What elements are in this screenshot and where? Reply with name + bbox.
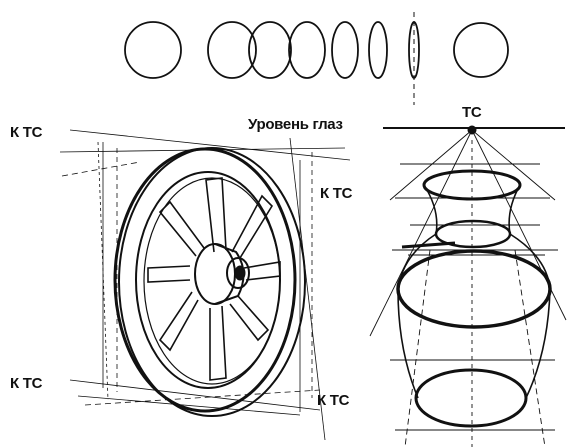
vase-belly-ellipse xyxy=(396,249,552,329)
label-to-vanishing-point-bottom-left: К ТС xyxy=(10,375,43,392)
vase-left-profile xyxy=(397,184,438,399)
perspective-vase xyxy=(369,125,567,447)
wheel-rim-outer-back xyxy=(118,147,306,417)
vase-right-profile xyxy=(508,184,551,399)
vase-shoulder-stroke xyxy=(401,241,456,249)
wheel-spokes xyxy=(147,177,281,381)
ellipse-step-5 xyxy=(368,21,388,79)
wheel-construction-lines xyxy=(59,129,351,441)
label-to-vanishing-point-right: К ТС xyxy=(320,185,353,202)
circle-back xyxy=(453,22,509,78)
ellipse-step-2 xyxy=(248,21,292,79)
ellipse-sequence xyxy=(124,12,509,105)
ellipse-step-4 xyxy=(331,21,359,79)
label-vanishing-point: ТС xyxy=(462,104,482,121)
perspective-wheel xyxy=(59,129,351,441)
label-eye-level: Уровень глаз xyxy=(248,116,343,133)
circle-front xyxy=(124,21,182,79)
wheel-rim-outer xyxy=(113,147,297,413)
wheel-axle-hole xyxy=(234,265,246,281)
label-to-vanishing-point-bottom-right: К ТС xyxy=(317,392,350,409)
ellipse-step-1 xyxy=(207,21,257,79)
label-to-vanishing-point-top-left: К ТС xyxy=(10,124,43,141)
wheel-hub-front xyxy=(226,257,250,289)
wheel-rim-inner-edge xyxy=(143,177,281,385)
ellipse-step-3 xyxy=(288,21,326,79)
wheel-hub-back xyxy=(194,243,236,305)
vase-base-ellipse xyxy=(414,368,528,428)
